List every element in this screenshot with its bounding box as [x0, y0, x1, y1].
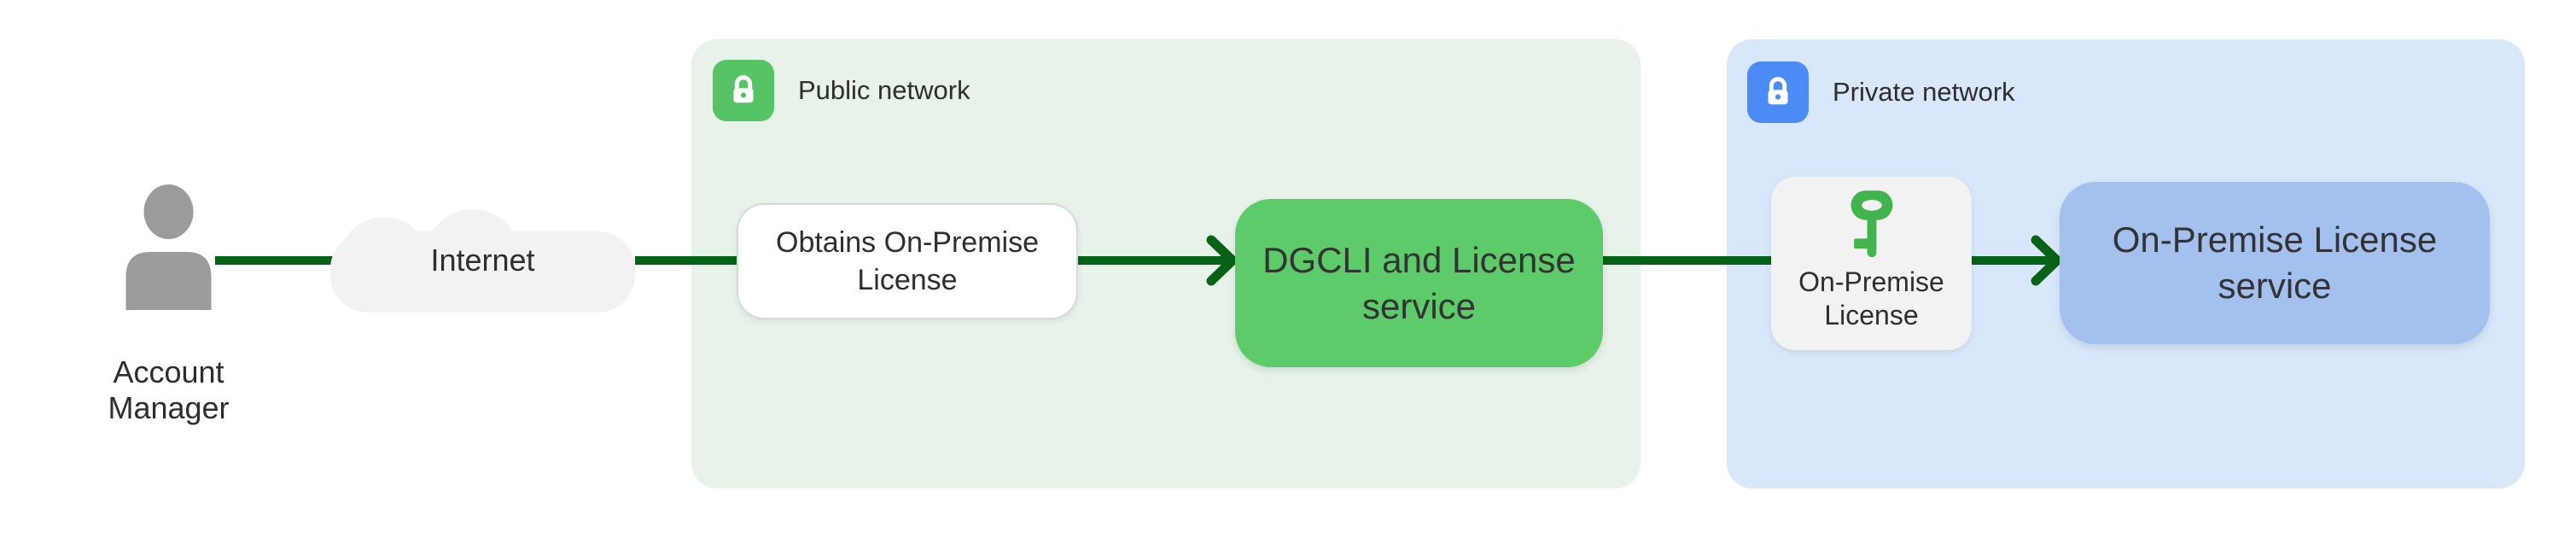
public-zone-header: Public network	[713, 60, 970, 121]
actor-label: Account Manager	[108, 354, 230, 425]
private-zone-header: Private network	[1747, 61, 2015, 123]
on-premise-license-label: On-Premise License	[1798, 266, 1944, 330]
cloud-icon	[330, 209, 635, 313]
on-premise-service-label: On-Premise License service	[2112, 219, 2438, 306]
dgcli-service-label: DGCLI and License service	[1262, 239, 1576, 326]
obtains-license-node: Obtains On-Premise License	[737, 203, 1078, 319]
lock-icon	[1747, 61, 1809, 123]
arrowhead-icon	[2031, 235, 2062, 286]
public-zone-label: Public network	[798, 75, 970, 105]
on-premise-license-node: On-Premise License	[1771, 177, 1972, 350]
dgcli-service-node: DGCLI and License service	[1235, 199, 1603, 367]
obtains-license-label: Obtains On-Premise License	[776, 226, 1039, 296]
person-icon	[125, 184, 212, 310]
lock-icon	[713, 60, 774, 121]
key-icon	[1850, 190, 1892, 258]
internet-label: Internet	[430, 243, 535, 278]
on-premise-service-node: On-Premise License service	[2060, 182, 2490, 344]
arrowhead-icon	[1206, 235, 1238, 286]
private-zone-label: Private network	[1833, 77, 2015, 107]
